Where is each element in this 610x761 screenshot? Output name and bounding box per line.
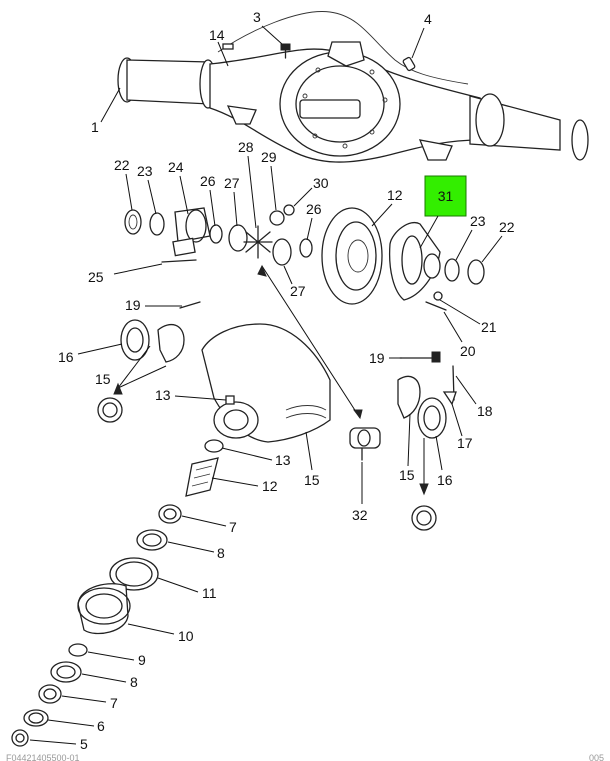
callout-15-left[interactable]: 15 bbox=[95, 371, 111, 387]
differential-case-half bbox=[174, 207, 211, 243]
axle-housing bbox=[117, 11, 589, 163]
right-axle-flange bbox=[571, 119, 589, 161]
callout-18[interactable]: 18 bbox=[477, 403, 493, 419]
callout-11[interactable]: 11 bbox=[202, 585, 217, 601]
callout-14[interactable]: 13 bbox=[155, 387, 171, 403]
callout-31[interactable]: 31 bbox=[438, 188, 454, 204]
callout-27-left[interactable]: 27 bbox=[224, 175, 240, 191]
callout-16-left[interactable]: 16 bbox=[58, 349, 74, 365]
callout-6[interactable]: 6 bbox=[97, 718, 105, 734]
callout-29[interactable]: 29 bbox=[261, 149, 277, 165]
housing-bracket bbox=[327, 41, 365, 67]
callout-27-right[interactable]: 27 bbox=[290, 283, 306, 299]
callout-15-mid[interactable]: 15 bbox=[304, 472, 320, 488]
callout-25[interactable]: 25 bbox=[88, 269, 104, 285]
carrier-assembly bbox=[97, 301, 331, 443]
brake-line bbox=[217, 11, 469, 85]
callout-26-right[interactable]: 26 bbox=[306, 201, 322, 217]
callout-9[interactable]: 9 bbox=[138, 652, 146, 668]
adjuster-ring-left bbox=[97, 397, 123, 423]
callout-3[interactable]: 3 bbox=[253, 9, 261, 25]
callout-1[interactable]: 1 bbox=[91, 119, 99, 135]
callout-8-top[interactable]: 8 bbox=[217, 545, 225, 561]
pinion-stack bbox=[11, 439, 224, 747]
callout-12-bottom[interactable]: 12 bbox=[262, 478, 278, 494]
cross-assembly bbox=[349, 427, 381, 461]
ring-gear bbox=[321, 207, 383, 305]
callout-8-bottom[interactable]: 8 bbox=[130, 674, 138, 690]
assembly-arrow bbox=[261, 265, 361, 419]
differential-parts bbox=[124, 204, 485, 311]
callout-16-right[interactable]: 16 bbox=[437, 472, 453, 488]
callout-13[interactable]: 13 bbox=[275, 452, 291, 468]
callout-22-right[interactable]: 22 bbox=[499, 219, 515, 235]
callout-21[interactable]: 21 bbox=[481, 319, 497, 335]
callout-28[interactable]: 28 bbox=[238, 139, 254, 155]
highlight-box[interactable] bbox=[424, 175, 467, 217]
bearing-cup-left bbox=[124, 209, 142, 235]
footer-left: F04421405500-01 bbox=[6, 753, 80, 761]
callout-26-left[interactable]: 26 bbox=[200, 173, 216, 189]
callout-20[interactable]: 20 bbox=[460, 343, 476, 359]
differential-case-flange bbox=[388, 221, 441, 301]
callout-12-top[interactable]: 12 bbox=[387, 187, 403, 203]
callout-7-bottom[interactable]: 7 bbox=[110, 695, 118, 711]
drive-pinion bbox=[185, 457, 219, 497]
callout-23-right[interactable]: 23 bbox=[470, 213, 486, 229]
callout-19-right[interactable]: 19 bbox=[369, 350, 385, 366]
bearing-cap-left bbox=[157, 323, 185, 363]
callout-30[interactable]: 30 bbox=[313, 175, 329, 191]
callout-22-left[interactable]: 22 bbox=[114, 157, 130, 173]
callout-19-left[interactable]: 19 bbox=[125, 297, 141, 313]
callout-2[interactable]: 14 bbox=[209, 27, 225, 43]
footer-right: 005 bbox=[589, 753, 604, 761]
pinion-cage bbox=[77, 583, 129, 635]
clip bbox=[222, 43, 234, 50]
adjuster-left bbox=[120, 319, 150, 361]
callout-7-top[interactable]: 7 bbox=[229, 519, 237, 535]
callout-24[interactable]: 24 bbox=[168, 159, 184, 175]
bearing-cone-left bbox=[149, 212, 165, 236]
right-bearing-cap bbox=[397, 351, 457, 531]
callouts: 1 14 3 4 22 23 24 26 27 28 29 30 26 27 1… bbox=[29, 9, 515, 752]
callout-10[interactable]: 10 bbox=[178, 628, 194, 644]
callout-17[interactable]: 17 bbox=[457, 435, 473, 451]
callout-4[interactable]: 4 bbox=[424, 11, 432, 27]
callout-5[interactable]: 5 bbox=[80, 736, 88, 752]
callout-15-right[interactable]: 15 bbox=[399, 467, 415, 483]
callout-23-left[interactable]: 23 bbox=[137, 163, 153, 179]
callout-32[interactable]: 32 bbox=[352, 507, 368, 523]
spider bbox=[243, 225, 273, 259]
